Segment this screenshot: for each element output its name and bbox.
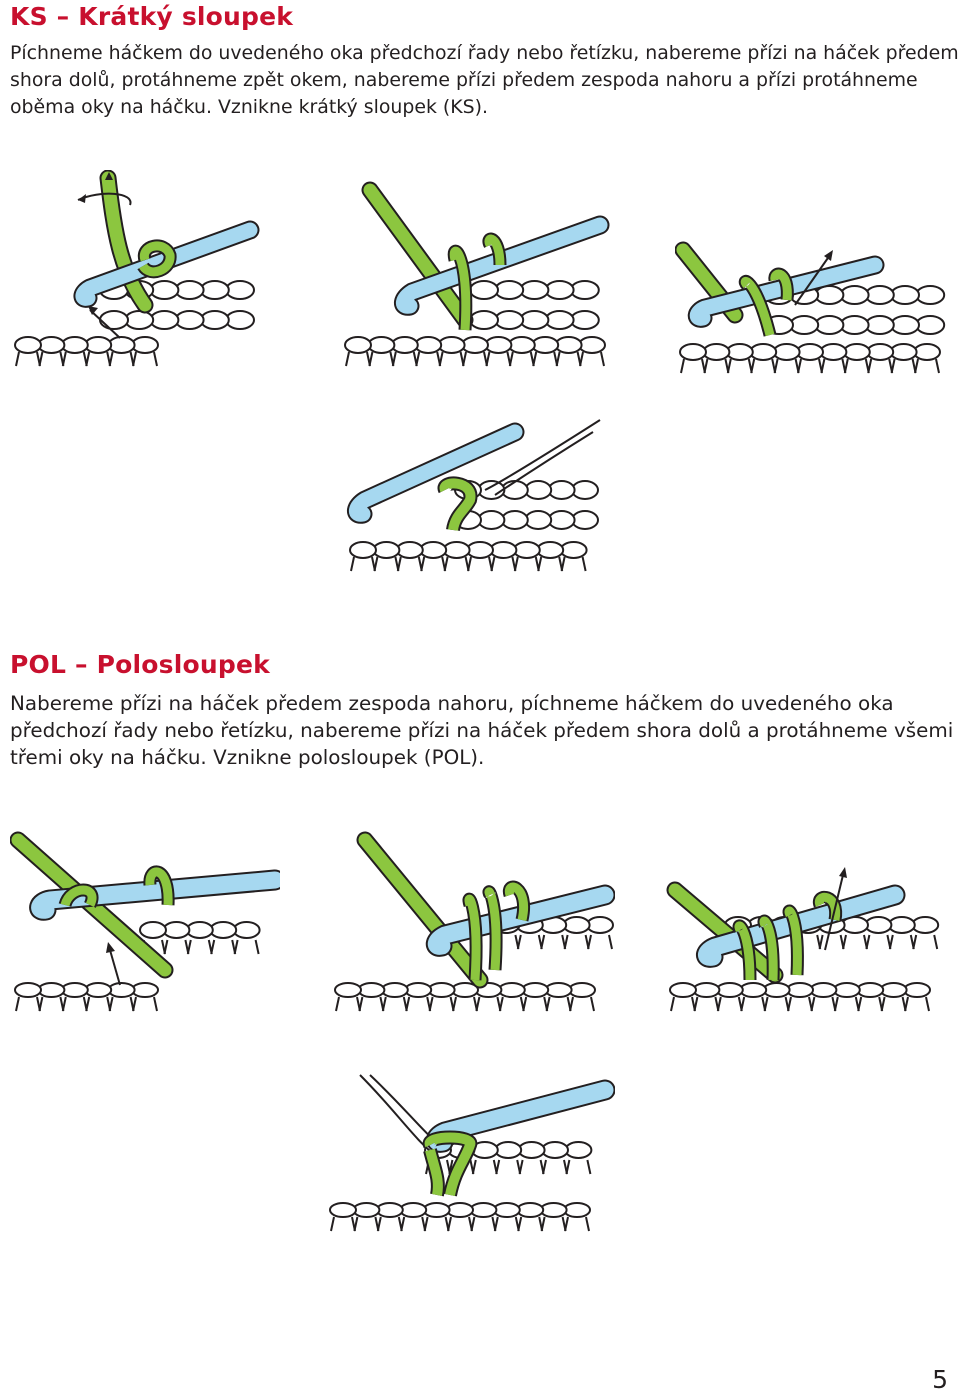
- ks-step-3-illustration: [675, 240, 960, 380]
- pol-step-2-illustration: [330, 830, 615, 1040]
- section-text-ks: Píchneme háčkem do uvedeného oka předcho…: [10, 40, 960, 121]
- pol-step-4-illustration: [325, 1070, 615, 1245]
- section-title-pol: POL – Polosloupek: [10, 650, 270, 679]
- pol-step-1-illustration: [10, 830, 280, 1040]
- ks-step-1-illustration: [10, 170, 280, 380]
- section-title-ks: KS – Krátký sloupek: [10, 2, 293, 31]
- ks-step-2-illustration: [340, 180, 625, 380]
- section-text-pol: Nabereme přízi na háček předem zespoda n…: [10, 690, 960, 771]
- page-number: 5: [932, 1365, 948, 1394]
- pol-step-3-illustration: [665, 855, 950, 1035]
- ks-step-4-illustration: [345, 410, 610, 590]
